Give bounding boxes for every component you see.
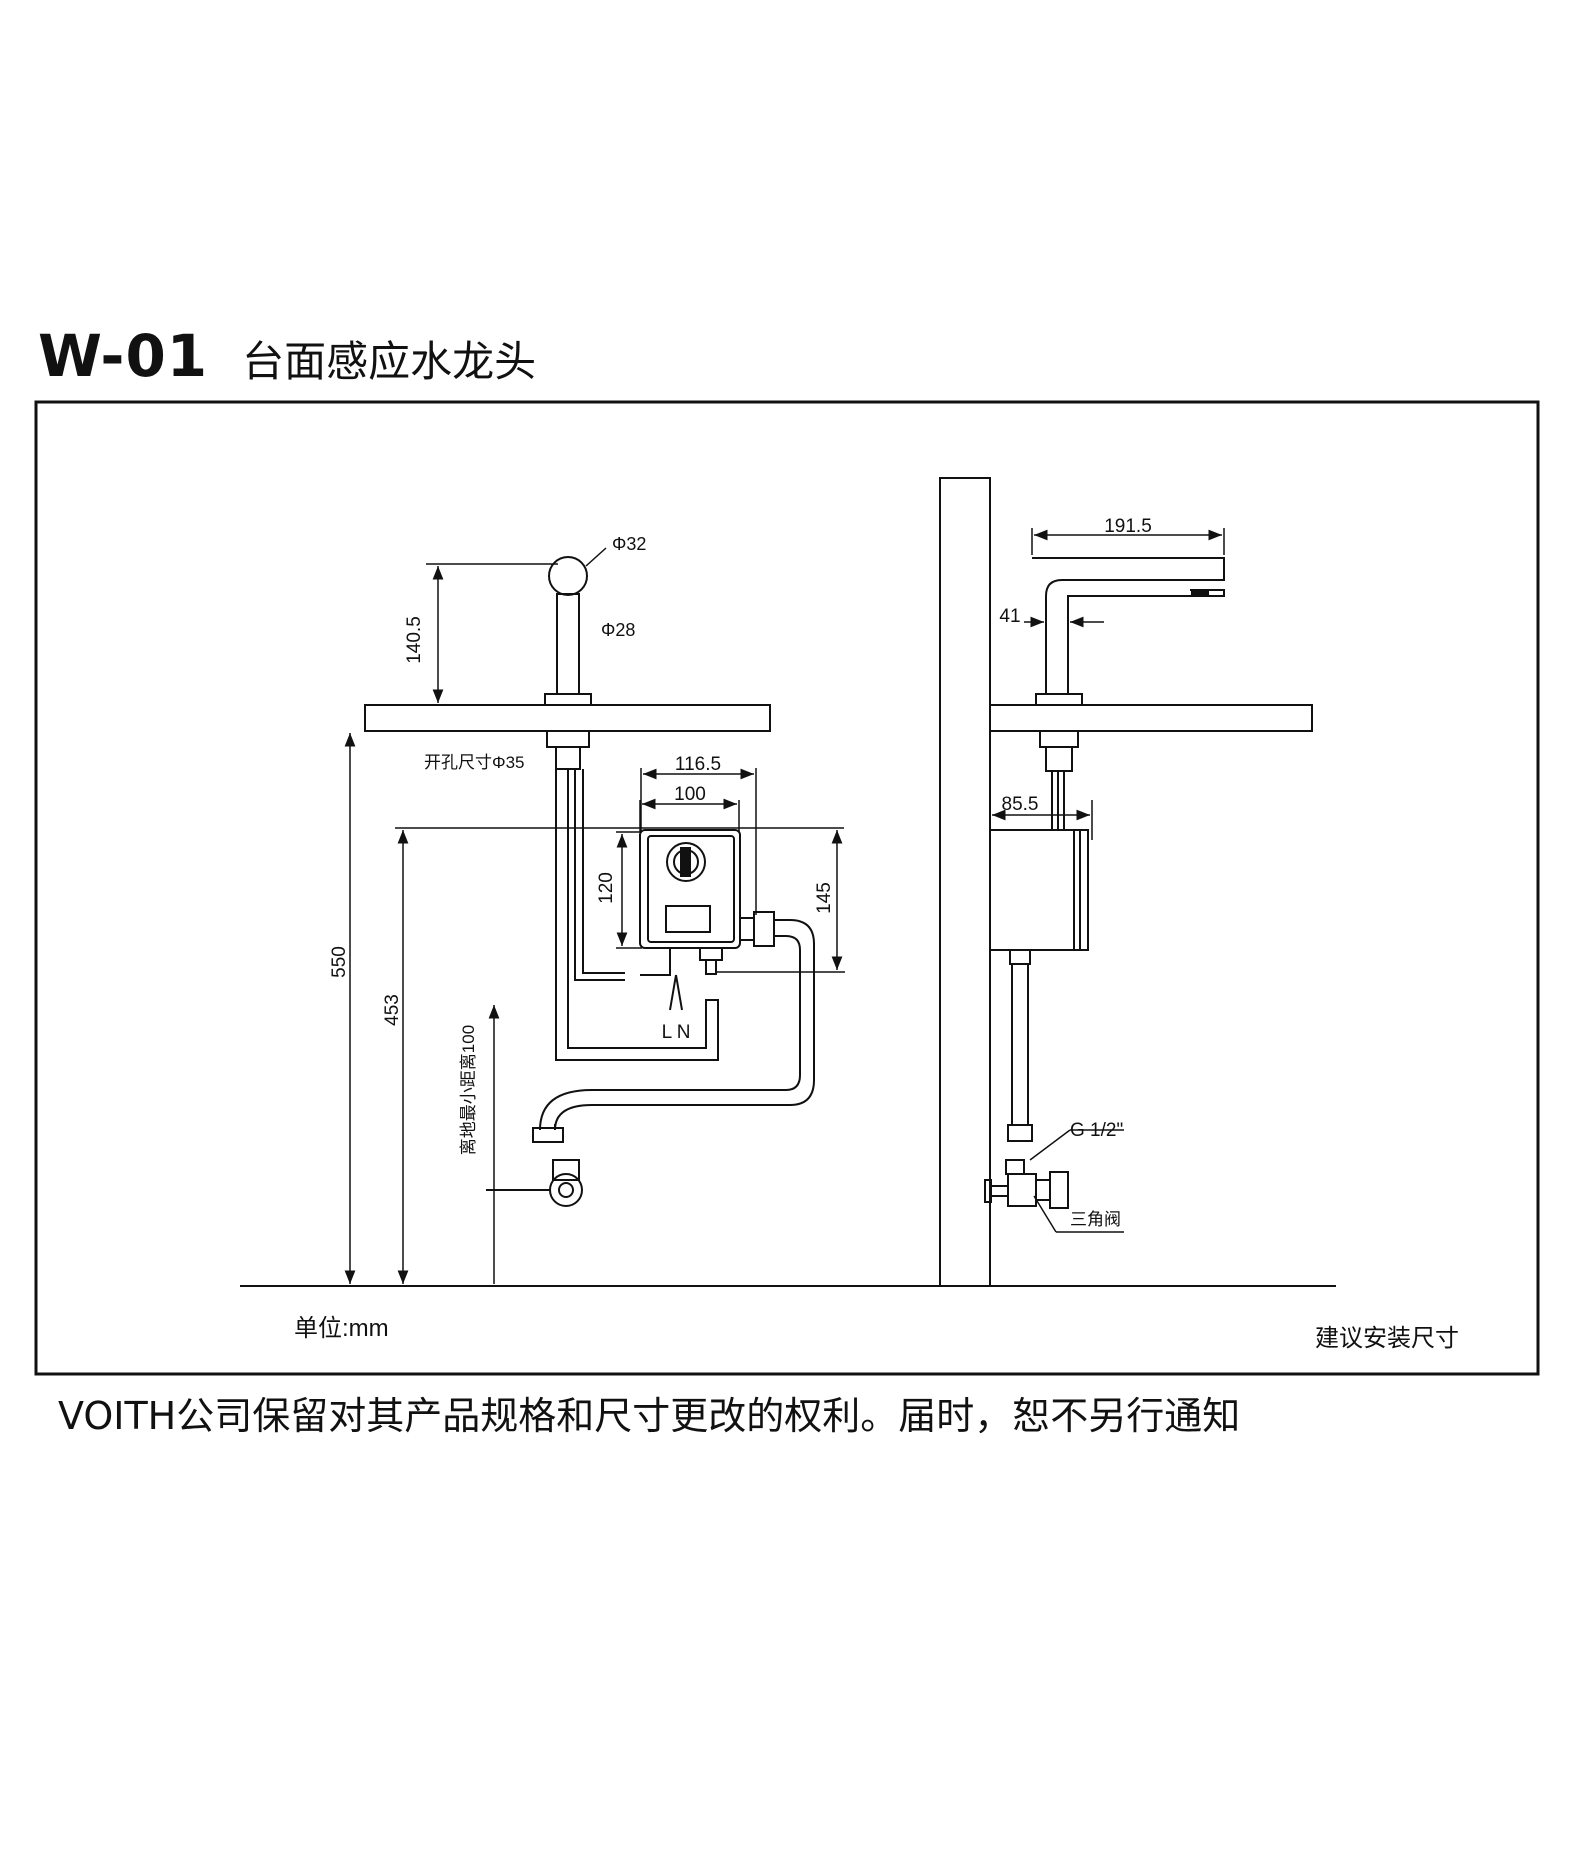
model-code: W-01: [38, 322, 209, 390]
angle-valve-top: [552, 1159, 580, 1181]
countertop-side: [989, 704, 1313, 732]
label-140-5: 140.5: [404, 616, 425, 664]
solenoid-knob: [666, 842, 706, 882]
suggested-size-label: 建议安装尺寸: [1315, 1325, 1459, 1352]
label-120: 120: [596, 872, 617, 904]
label-453: 453: [382, 994, 403, 1026]
angle-valve-body: [549, 1173, 583, 1207]
faucet-side-base: [1035, 693, 1083, 706]
sensor-cable: [574, 769, 625, 981]
label-g12: G 1/2": [1070, 1120, 1123, 1141]
label-100: 100: [674, 784, 706, 805]
label-191-5: 191.5: [1104, 516, 1152, 537]
side-dimensions: [992, 528, 1225, 1233]
disclaimer: VOITH公司保留对其产品规格和尺寸更改的权利。届时，恕不另行通知: [58, 1394, 1241, 1438]
label-145: 145: [814, 882, 835, 914]
wall: [939, 477, 991, 1287]
faucet-head: [548, 556, 588, 596]
faucet-side-inner: [1067, 589, 1225, 694]
supply-hose-inner: [539, 935, 801, 1131]
faucet-body: [556, 593, 580, 695]
label-41: 41: [999, 606, 1020, 627]
control-box-side: [989, 829, 1089, 951]
label-angle-valve: 三角阀: [1070, 1210, 1121, 1229]
label-85-5: 85.5: [1002, 794, 1039, 815]
label-ln: L N: [662, 1022, 691, 1043]
front-view: [364, 556, 815, 1207]
supply-hose-outer: [554, 919, 815, 1131]
front-dimensions: [344, 547, 845, 1284]
valve-body: [1007, 1173, 1037, 1207]
control-box-inner: [647, 835, 735, 943]
box-outlet-tip: [705, 959, 717, 975]
label-phi28: Φ28: [601, 620, 635, 640]
unit-label: 单位:mm: [294, 1315, 389, 1342]
knob-slot: [680, 847, 691, 877]
faucet-side: [1032, 557, 1225, 694]
control-box: [639, 829, 741, 949]
label-116-5: 116.5: [675, 754, 721, 775]
mounting-nut: [546, 730, 590, 748]
hose-nut: [532, 1127, 564, 1143]
wall-flange: [984, 1179, 992, 1203]
side-view: [939, 477, 1313, 1287]
inlet-nut: [753, 911, 775, 947]
page-title: W-01 台面感应水龙头: [38, 322, 536, 402]
box-outlet: [699, 947, 723, 961]
power-wire: [669, 974, 683, 1011]
cable-lead: [640, 948, 671, 976]
inlet-connector: [739, 917, 755, 941]
valve-handle: [1049, 1171, 1069, 1209]
faucet-base: [544, 693, 592, 706]
valve-stem: [1035, 1179, 1051, 1201]
side-nut: [1039, 730, 1079, 748]
control-window: [665, 905, 711, 933]
label-hole: 开孔尺寸Φ35: [424, 753, 524, 772]
product-name: 台面感应水龙头: [242, 337, 537, 386]
side-hose-nut: [1007, 1124, 1033, 1142]
label-phi32: Φ32: [612, 534, 646, 554]
drawing-frame: [34, 400, 1540, 1376]
side-shank: [1045, 746, 1073, 772]
valve-top: [1005, 1159, 1025, 1175]
side-outlet: [1009, 949, 1031, 965]
outlet-hose: [555, 769, 719, 1061]
label-550: 550: [329, 946, 350, 978]
shank: [555, 746, 581, 770]
countertop-front: [364, 704, 771, 732]
sensor-cable-2: [582, 769, 625, 974]
label-min-distance: 离地最小距离100: [459, 1025, 478, 1155]
spout-outlet: [1191, 589, 1209, 597]
angle-valve-core: [558, 1182, 574, 1198]
